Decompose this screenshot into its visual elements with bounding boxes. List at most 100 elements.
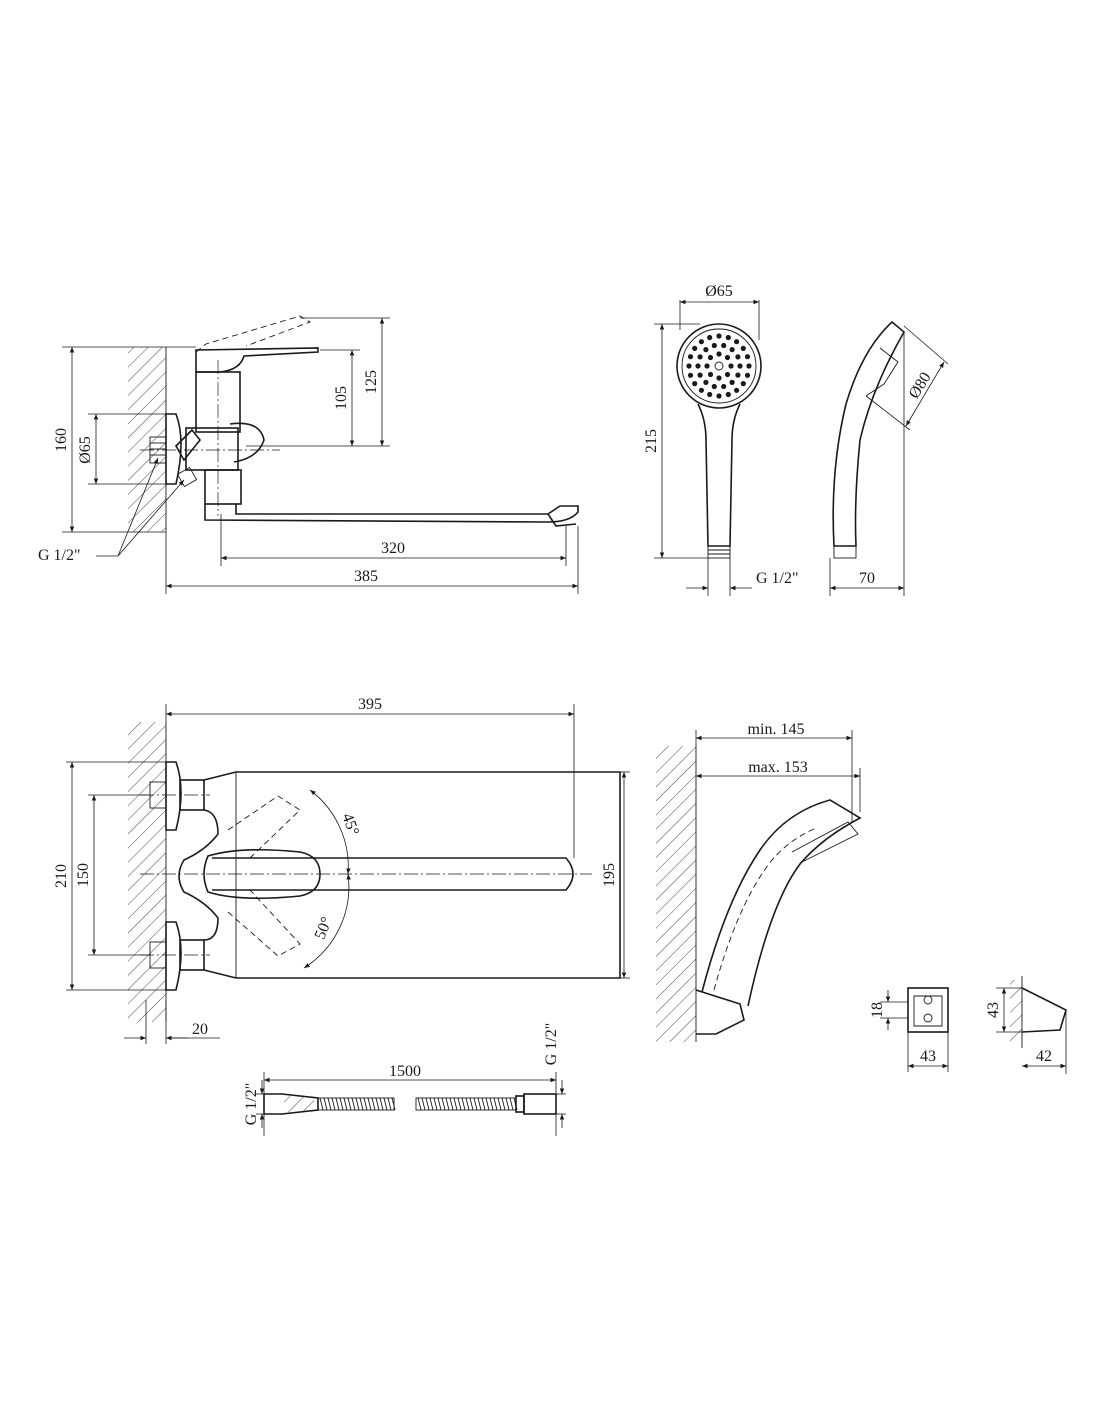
holder-front-view: 18 43 (869, 987, 949, 1072)
shower-nozzle (697, 354, 703, 360)
label-hose-thread-left: G 1/2" (243, 1083, 260, 1126)
shower-nozzle (734, 339, 740, 345)
wall-hatch-top (128, 722, 166, 1022)
hose-coil (327, 1097, 332, 1111)
hose-coil (501, 1097, 506, 1111)
shower-nozzle (721, 342, 727, 349)
shower-nozzle (716, 333, 722, 339)
hose-coil (339, 1097, 344, 1111)
shower-nozzle (707, 371, 714, 378)
shower-nozzle (692, 381, 698, 387)
dim-width-395: 395 (358, 696, 382, 713)
shower-head-view: Ø65 215 G 1/2" 70 Ø80 (643, 283, 949, 596)
dim-hose-1500: 1500 (389, 1063, 421, 1080)
hose-coil (473, 1097, 478, 1111)
shower-nozzle (716, 375, 722, 381)
shower-nozzle (735, 354, 741, 360)
wall-hatch (128, 347, 166, 532)
hose-coil (343, 1097, 348, 1111)
shower-nozzle (687, 372, 694, 378)
dim-shower-diameter-65: Ø65 (705, 283, 733, 300)
hose-right-nut (523, 1093, 557, 1115)
hose-coil (481, 1097, 486, 1111)
dim-flange-diameter-65: Ø65 (77, 436, 94, 464)
shower-nozzle (728, 363, 734, 369)
hose-coil (387, 1097, 392, 1111)
holder-assembly-view: min. 145 max. 153 (656, 721, 862, 1042)
hose-coil (367, 1097, 372, 1111)
shower-nozzle (729, 347, 735, 353)
shower-nozzle (724, 354, 731, 361)
hose-coil (375, 1097, 380, 1111)
front-view: 160 Ø65 105 125 320 385 G 1/2" (38, 315, 579, 594)
shower-nozzle (734, 387, 740, 393)
shower-nozzle (725, 334, 731, 341)
shower-nozzle (697, 372, 703, 378)
hose-view: 1500 G 1/2" G 1/2" (243, 1023, 566, 1136)
hose-coil (331, 1097, 336, 1111)
hose-coil (505, 1097, 510, 1111)
mixer-body-top (203, 771, 621, 979)
shower-nozzle (711, 342, 717, 349)
shower-nozzle (737, 363, 743, 369)
hose-coil (379, 1097, 384, 1111)
dim-height-195: 195 (601, 863, 618, 887)
wall-hatch-holder (656, 746, 696, 1042)
shower-face-outer (676, 323, 762, 409)
dim-shower-depth-70: 70 (859, 570, 875, 587)
shower-nozzle (729, 379, 735, 385)
hose-coil (441, 1097, 446, 1111)
spout (204, 504, 579, 523)
shower-nozzle (707, 391, 713, 398)
label-shower-thread: G 1/2" (756, 570, 799, 587)
hose-coil (421, 1097, 426, 1111)
hose-coil (335, 1097, 340, 1111)
label-hose-thread-right: G 1/2" (543, 1023, 560, 1066)
wall-flange (165, 413, 182, 485)
shower-nozzle (698, 387, 705, 393)
dim-min-145: min. 145 (748, 721, 805, 738)
lever-handle (195, 347, 319, 373)
shower-nozzle (698, 339, 705, 345)
wall-holder (695, 989, 745, 1035)
shower-nozzle (735, 372, 741, 378)
hose-coil (445, 1097, 450, 1111)
diverter-knob (229, 422, 265, 463)
dim-holder-18: 18 (869, 1002, 886, 1018)
dim-height-125: 125 (363, 370, 380, 394)
shower-nozzle (703, 347, 709, 353)
dim-total-385: 385 (354, 568, 378, 585)
holder-side-view: 43 42 (985, 976, 1067, 1074)
dim-spacing-150: 150 (75, 863, 92, 887)
hose-coil (469, 1097, 474, 1111)
dim-offset-20: 20 (192, 1021, 208, 1038)
shower-nozzle (703, 379, 709, 385)
dim-holder-width-43: 43 (920, 1048, 936, 1065)
shower-nozzle (746, 363, 752, 369)
shower-nozzle (740, 345, 746, 351)
hose-coil (425, 1097, 430, 1111)
shower-nozzle (707, 354, 714, 361)
shower-nozzle (721, 383, 727, 390)
hose-coil (465, 1097, 470, 1111)
hose-coil (363, 1097, 368, 1111)
dim-shower-length-215: 215 (643, 429, 660, 453)
hose-coil (319, 1097, 324, 1111)
hose-coil (323, 1097, 328, 1111)
hose-coil (347, 1097, 352, 1111)
dim-holder-depth-42: 42 (1036, 1048, 1052, 1065)
shower-nozzle (716, 351, 722, 357)
holder-side (1021, 987, 1067, 1033)
shower-nozzles (686, 333, 752, 399)
angle-45: 45° (338, 811, 362, 838)
hose-coil (457, 1097, 462, 1111)
shower-nozzle (744, 372, 751, 378)
hose-coil (437, 1097, 442, 1111)
shower-nozzle (686, 363, 692, 369)
hose-coil (449, 1097, 454, 1111)
shower-nozzle (714, 361, 724, 371)
hose-coil (371, 1097, 376, 1111)
dim-height-160: 160 (53, 428, 70, 452)
